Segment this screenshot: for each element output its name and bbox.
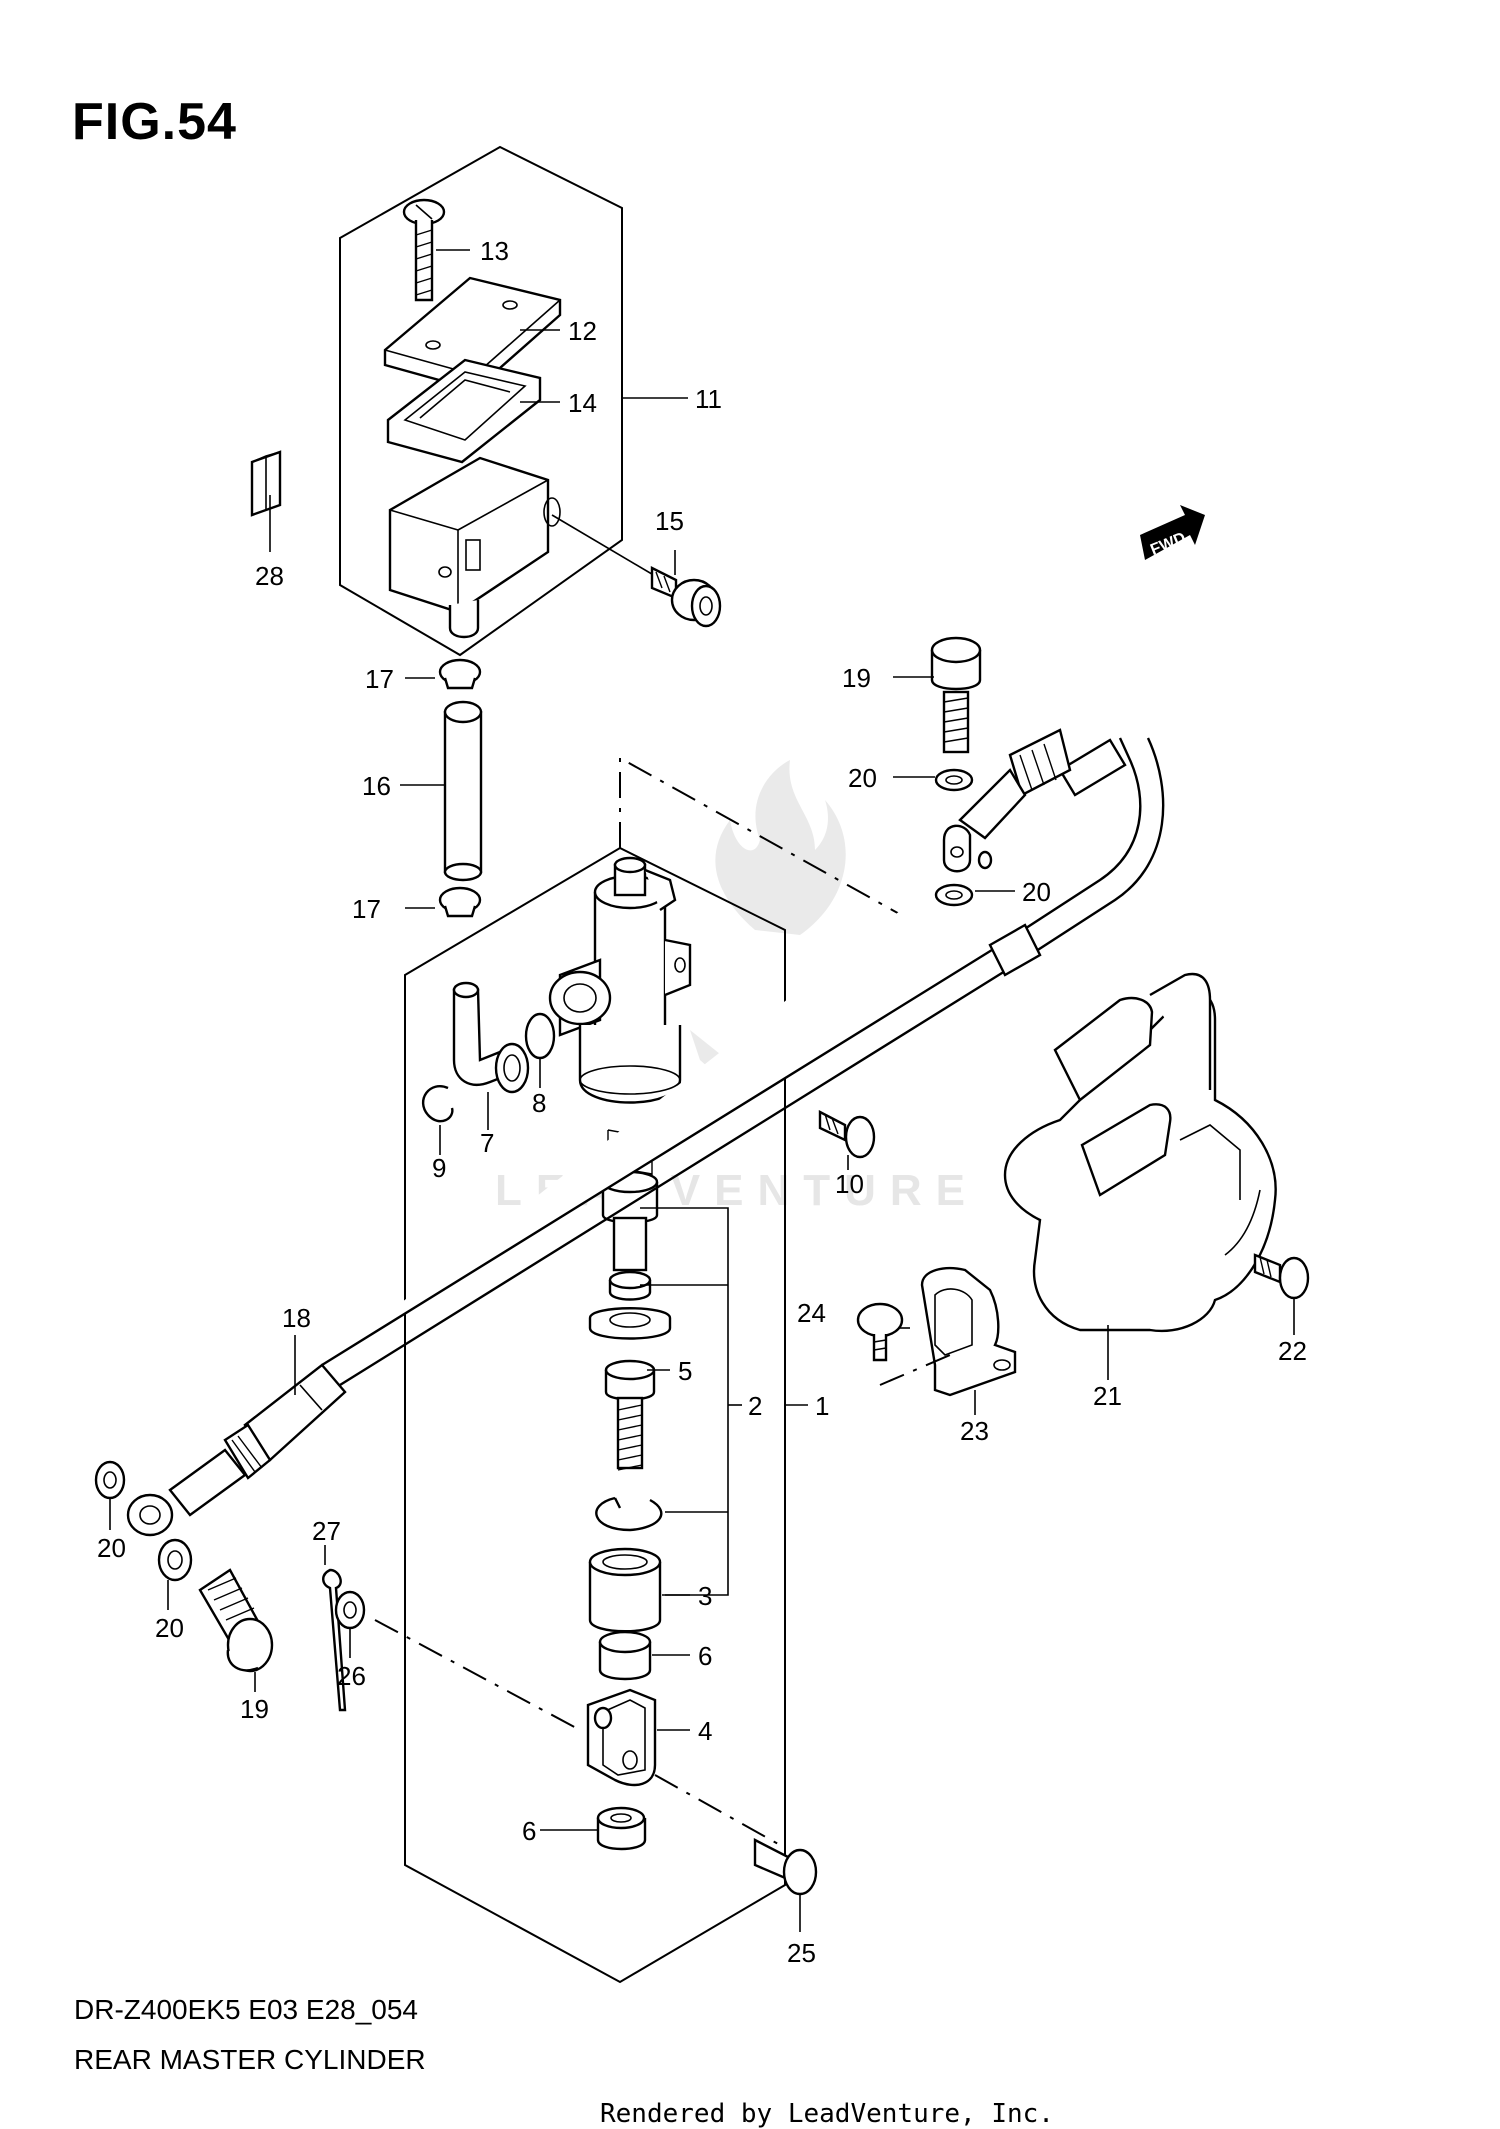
- fwd-direction-tag: FWD: [1140, 505, 1205, 560]
- part-nut-6-upper: [598, 1630, 652, 1681]
- callout-19-upper: 19: [842, 663, 871, 693]
- figure-title: FIG.54: [72, 93, 237, 151]
- callout-9: 9: [432, 1153, 446, 1183]
- part-circlip: [595, 1496, 663, 1532]
- render-credit: Rendered by LeadVenture, Inc.: [600, 2099, 1054, 2129]
- part-cotter-pin-27: [322, 1568, 347, 1712]
- part-diaphragm-14: [386, 358, 542, 464]
- leader-lines: [109, 249, 1295, 1932]
- callout-5: 5: [678, 1356, 692, 1386]
- part-circlip-9: [422, 1085, 454, 1123]
- part-washer-20-b: [934, 883, 974, 907]
- callout-10: 10: [835, 1169, 864, 1199]
- part-clevis-4: [586, 1688, 657, 1787]
- part-clamp-17-upper: [438, 658, 482, 690]
- callout-23: 23: [960, 1416, 989, 1446]
- bracket-axis-dashline: [879, 1354, 951, 1386]
- part-washer-20-a: [934, 768, 974, 792]
- part-bolt-15: [650, 566, 722, 628]
- callout-13: 13: [480, 236, 509, 266]
- callout-25: 25: [787, 1938, 816, 1968]
- callout-7: 7: [480, 1128, 494, 1158]
- callout-21: 21: [1093, 1381, 1122, 1411]
- callout-14: 14: [568, 388, 597, 418]
- part-clamp-17-lower: [438, 886, 482, 918]
- diagram-name: REAR MASTER CYLINDER: [74, 2044, 426, 2075]
- callout-6-upper: 6: [698, 1641, 712, 1671]
- part-pin-25: [753, 1838, 818, 1896]
- callout-24: 24: [797, 1298, 826, 1328]
- callout-15: 15: [655, 506, 684, 536]
- bolt-axis-dashline: [619, 756, 956, 946]
- part-fitting-7: [452, 981, 530, 1094]
- part-washer-20-d: [157, 1538, 193, 1582]
- part-washer-26: [334, 1590, 366, 1630]
- callout-22: 22: [1278, 1336, 1307, 1366]
- part-washer-20-c: [94, 1460, 126, 1500]
- part-reservoir-body: [388, 456, 550, 614]
- part-banjo-bolt-19-lower: [198, 1568, 274, 1673]
- callout-4: 4: [698, 1716, 712, 1746]
- callout-18: 18: [282, 1303, 311, 1333]
- callout-26: 26: [337, 1661, 366, 1691]
- part-master-cylinder-body: [548, 856, 692, 1104]
- part-boot-3: [588, 1547, 662, 1633]
- part-bolt-10: [818, 1110, 876, 1159]
- callout-1: 1: [815, 1391, 829, 1421]
- reservoir-group-outline: [339, 145, 623, 657]
- part-piston-5: [588, 1170, 672, 1471]
- callout-17-upper: 17: [365, 664, 394, 694]
- callout-20-b: 20: [1022, 877, 1051, 907]
- part-screw-13: [402, 198, 446, 302]
- part-bolt-22: [1253, 1253, 1310, 1300]
- callout-28: 28: [255, 561, 284, 591]
- callout-6-lower: 6: [522, 1816, 536, 1846]
- callout-19-lower: 19: [240, 1694, 269, 1724]
- callout-11: 11: [695, 384, 722, 414]
- callout-20-d: 20: [155, 1613, 184, 1643]
- callout-3: 3: [698, 1581, 712, 1611]
- callout-20-c: 20: [97, 1533, 126, 1563]
- pin-axis-dashline: [374, 1619, 581, 1731]
- part-nut-6-lower: [596, 1806, 647, 1851]
- part-bracket-23: [920, 1266, 1017, 1397]
- model-code: DR-Z400EK5 E03 E28_054: [74, 1994, 418, 2025]
- part-guard-21: [1003, 972, 1277, 1333]
- reservoir-assembly: [339, 145, 663, 657]
- part-bolt-24: [856, 1302, 904, 1362]
- callout-2: 2: [748, 1391, 762, 1421]
- callout-27: 27: [312, 1516, 341, 1546]
- part-brake-hose-18: [126, 728, 1165, 1537]
- callout-labels: 13 12 14 11 15 28 17 16 17 19 20 20 7 8 …: [97, 236, 1307, 1968]
- part-oring-8: [524, 1012, 556, 1060]
- callout-20-a: 20: [848, 763, 877, 793]
- callout-8: 8: [532, 1088, 546, 1118]
- callout-16: 16: [362, 771, 391, 801]
- part-tag-28: [250, 450, 282, 517]
- part-banjo-bolt-19-upper: [930, 636, 982, 754]
- callout-17-lower: 17: [352, 894, 381, 924]
- part-hose-16: [443, 700, 483, 882]
- callout-12: 12: [568, 316, 597, 346]
